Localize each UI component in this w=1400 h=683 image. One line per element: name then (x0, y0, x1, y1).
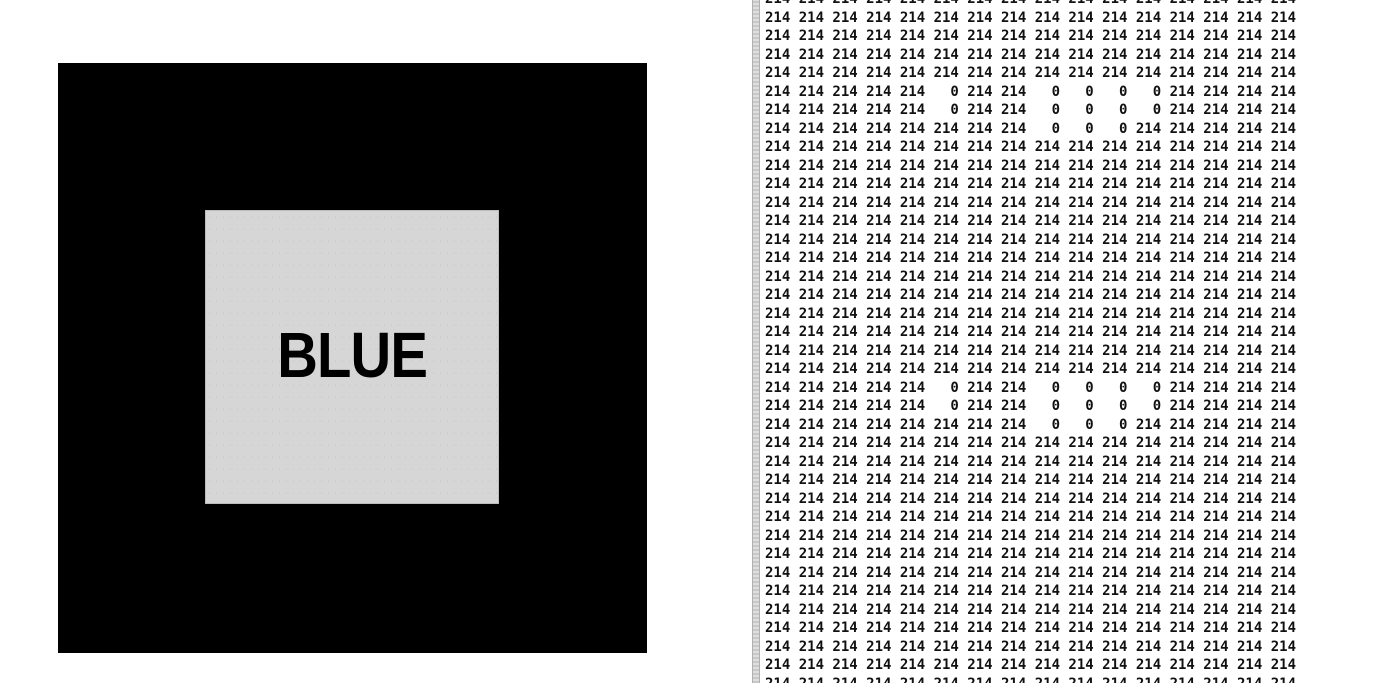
pixel-value-row: 214 214 214 214 214 214 214 214 214 214 … (765, 675, 1296, 683)
pixel-value-row: 214 214 214 214 214 0 214 214 0 0 0 0 21… (765, 102, 1297, 118)
pixel-value-row: 214 214 214 214 214 214 214 214 214 214 … (765, 250, 1297, 266)
vertical-scrollbar[interactable] (752, 0, 760, 683)
pixel-value-row: 214 214 214 214 214 214 214 214 214 214 … (765, 472, 1297, 488)
pixel-value-row: 214 214 214 214 214 214 214 214 214 214 … (765, 176, 1297, 192)
pixel-value-row: 214 214 214 214 214 214 214 214 214 214 … (765, 213, 1297, 229)
pixel-value-row: 214 214 214 214 214 214 214 214 214 214 … (765, 231, 1297, 248)
pixel-value-row: 214 214 214 214 214 214 214 214 214 214 … (765, 527, 1297, 544)
pixel-value-row: 214 214 214 214 214 214 214 214 214 214 … (765, 194, 1297, 211)
pixel-value-row: 214 214 214 214 214 214 214 214 214 214 … (765, 324, 1297, 340)
pixel-value-row: 214 214 214 214 214 214 214 214 214 214 … (765, 564, 1297, 581)
pixel-value-row: 214 214 214 214 214 214 214 214 214 214 … (765, 139, 1297, 155)
pixel-value-row: 214 214 214 214 214 214 214 214 214 214 … (765, 657, 1297, 673)
pixel-value-row: 214 214 214 214 214 214 214 214 214 214 … (765, 157, 1297, 174)
pixel-value-text-view[interactable]: 214 214 214 214 214 214 214 214 214 214 … (760, 0, 1400, 683)
black-background: BLUE (58, 63, 647, 653)
pixel-value-row: 214 214 214 214 214 214 214 214 214 214 … (765, 620, 1297, 636)
pixel-value-row: 214 214 214 214 214 214 214 214 0 0 0 21… (765, 416, 1297, 433)
image-viewer: BLUE (58, 63, 647, 653)
pixel-value-row: 214 214 214 214 214 214 214 214 214 214 … (765, 0, 1296, 9)
pixel-value-row: 214 214 214 214 214 214 214 214 214 214 … (765, 9, 1297, 26)
gray-square: BLUE (205, 210, 499, 504)
pixel-value-rows: 214 214 214 214 214 214 214 214 214 214 … (765, 0, 1296, 683)
pixel-value-row: 214 214 214 214 214 214 214 214 214 214 … (765, 361, 1297, 377)
pixel-value-row: 214 214 214 214 214 214 214 214 214 214 … (765, 435, 1297, 451)
pixel-value-row: 214 214 214 214 214 0 214 214 0 0 0 0 21… (765, 379, 1297, 396)
pixel-value-row: 214 214 214 214 214 214 214 214 214 214 … (765, 490, 1297, 507)
pixel-value-row: 214 214 214 214 214 214 214 214 214 214 … (765, 287, 1297, 303)
pixel-value-row: 214 214 214 214 214 0 214 214 0 0 0 0 21… (765, 83, 1297, 100)
pixel-value-row: 214 214 214 214 214 214 214 214 214 214 … (765, 509, 1297, 525)
pixel-value-row: 214 214 214 214 214 0 214 214 0 0 0 0 21… (765, 398, 1297, 414)
pixel-value-row: 214 214 214 214 214 214 214 214 214 214 … (765, 638, 1297, 655)
pixel-value-row: 214 214 214 214 214 214 214 214 214 214 … (765, 583, 1297, 599)
pixel-value-row: 214 214 214 214 214 214 214 214 214 214 … (765, 453, 1297, 470)
pixel-value-row: 214 214 214 214 214 214 214 214 214 214 … (765, 601, 1297, 618)
panel-gutter (716, 0, 754, 683)
pixel-value-row: 214 214 214 214 214 214 214 214 214 214 … (765, 305, 1297, 322)
pixel-value-row: 214 214 214 214 214 214 214 214 214 214 … (765, 268, 1297, 285)
pixel-value-row: 214 214 214 214 214 214 214 214 214 214 … (765, 28, 1297, 44)
image-label: BLUE (277, 319, 428, 391)
pixel-value-row: 214 214 214 214 214 214 214 214 214 214 … (765, 65, 1297, 81)
pixel-value-row: 214 214 214 214 214 214 214 214 214 214 … (765, 46, 1297, 63)
pixel-value-row: 214 214 214 214 214 214 214 214 0 0 0 21… (765, 120, 1297, 137)
pixel-value-row: 214 214 214 214 214 214 214 214 214 214 … (765, 342, 1297, 359)
pixel-value-row: 214 214 214 214 214 214 214 214 214 214 … (765, 546, 1297, 562)
